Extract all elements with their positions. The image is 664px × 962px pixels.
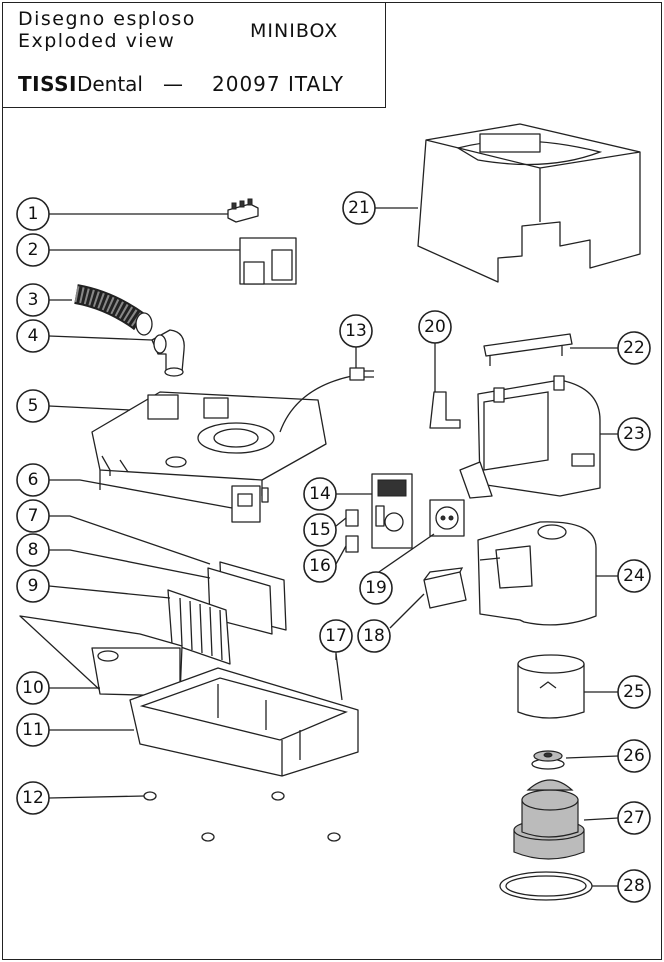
title-english: Exploded view xyxy=(18,30,176,52)
callout-7: 7 xyxy=(28,506,39,526)
callout-5: 5 xyxy=(28,396,39,416)
callout-21-circle xyxy=(342,191,376,225)
title-italian: Disegno esploso xyxy=(18,8,196,30)
part-motor xyxy=(513,779,585,860)
part-power-socket xyxy=(429,499,465,537)
leader-lines xyxy=(48,207,619,887)
part-filter-grille xyxy=(167,589,231,665)
part-control-panel xyxy=(371,473,413,549)
callout-24: 24 xyxy=(623,566,645,586)
callout-14: 14 xyxy=(309,484,331,504)
callout-9-circle xyxy=(16,569,50,603)
part-motor-base xyxy=(91,391,327,496)
callout-18-circle xyxy=(357,619,391,653)
part-switch-plate xyxy=(231,485,269,523)
part-bracket xyxy=(429,391,461,429)
brand-logo: TISSIDental xyxy=(18,72,143,96)
part-top-cover xyxy=(417,123,641,283)
callout-18: 18 xyxy=(363,626,385,646)
callout-12-circle xyxy=(16,781,50,815)
callout-1: 1 xyxy=(28,204,39,224)
callout-13-circle xyxy=(339,314,373,348)
callout-28: 28 xyxy=(623,876,645,896)
callout-3-circle xyxy=(16,283,50,317)
callout-11-circle xyxy=(16,713,50,747)
callout-20-circle xyxy=(418,310,452,344)
callout-6-circle xyxy=(16,463,50,497)
callout-14-circle xyxy=(303,477,337,511)
callout-16: 16 xyxy=(309,556,331,576)
callout-16-circle xyxy=(303,549,337,583)
callout-10-circle xyxy=(16,671,50,705)
callout-22-circle xyxy=(617,331,651,365)
callout-19: 19 xyxy=(365,578,387,598)
callout-13: 13 xyxy=(345,321,367,341)
callout-15: 15 xyxy=(309,520,331,540)
product-name: MINIBOX xyxy=(250,20,339,42)
title-block xyxy=(2,2,386,108)
part-cap xyxy=(531,750,565,770)
callout-8: 8 xyxy=(28,540,39,560)
part-fan-housing xyxy=(477,521,597,626)
callout-5-circle xyxy=(16,389,50,423)
callout-20: 20 xyxy=(424,317,446,337)
callout-numbers: 1 2 3 4 5 6 7 8 9 10 11 12 13 14 15 16 1… xyxy=(16,191,651,903)
callout-8-circle xyxy=(16,533,50,567)
callout-23: 23 xyxy=(623,424,645,444)
part-foam-block xyxy=(423,567,467,609)
callout-10: 10 xyxy=(22,678,44,698)
callout-4: 4 xyxy=(28,326,39,346)
part-rubber-feet xyxy=(143,791,341,842)
part-terminal-block xyxy=(227,198,259,223)
callout-17: 17 xyxy=(325,626,347,646)
part-dust-bag xyxy=(19,615,183,697)
callout-6: 6 xyxy=(28,470,39,490)
part-base-tray xyxy=(129,667,359,777)
callout-3: 3 xyxy=(28,290,39,310)
callout-25: 25 xyxy=(623,682,645,702)
part-motor-housing xyxy=(459,375,601,499)
part-switch-a xyxy=(345,509,359,527)
callout-2-circle xyxy=(16,233,50,267)
callout-7-circle xyxy=(16,499,50,533)
callout-11: 11 xyxy=(22,720,44,740)
callout-2: 2 xyxy=(28,240,39,260)
callout-22: 22 xyxy=(623,338,645,358)
part-rod xyxy=(335,653,343,701)
callout-24-circle xyxy=(617,559,651,593)
callout-21: 21 xyxy=(348,198,370,218)
brand-bold: TISSI xyxy=(18,72,77,96)
brand-rest: Dental xyxy=(76,72,143,96)
callout-17-circle xyxy=(319,619,353,653)
callout-23-circle xyxy=(617,417,651,451)
callout-9: 9 xyxy=(28,576,39,596)
callout-4-circle xyxy=(16,319,50,353)
callout-26: 26 xyxy=(623,746,645,766)
origin-text: 20097 ITALY xyxy=(212,72,344,96)
callout-26-circle xyxy=(617,739,651,773)
callout-27-circle xyxy=(617,801,651,835)
part-gasket xyxy=(499,871,593,901)
callout-12: 12 xyxy=(22,788,44,808)
part-motor-sleeve xyxy=(517,654,585,719)
callout-27: 27 xyxy=(623,808,645,828)
callout-1-circle xyxy=(16,197,50,231)
callout-19-circle xyxy=(359,571,393,605)
title-separator: — xyxy=(163,72,183,96)
part-carry-handle xyxy=(483,333,573,366)
callout-25-circle xyxy=(617,675,651,709)
part-elbow-fitting xyxy=(151,329,185,377)
callout-15-circle xyxy=(303,513,337,547)
part-power-cord xyxy=(279,367,374,433)
part-switch-b xyxy=(345,535,359,553)
part-flexible-hose xyxy=(74,284,153,336)
callout-28-circle xyxy=(617,869,651,903)
part-circuit-cards xyxy=(239,237,297,285)
